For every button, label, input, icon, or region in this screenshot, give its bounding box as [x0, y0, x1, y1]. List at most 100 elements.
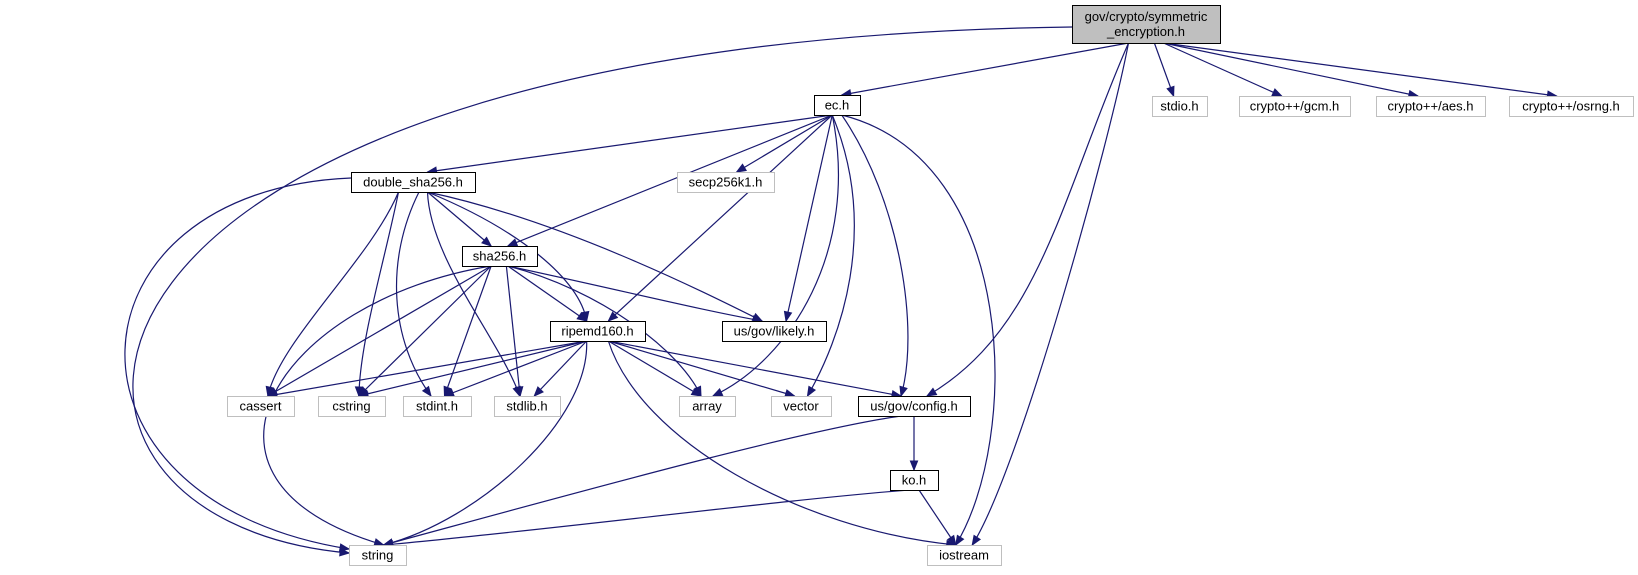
node-box [814, 95, 861, 116]
edge-line-ec-sha [507, 114, 833, 247]
node-stdio: stdio.h [1152, 96, 1208, 117]
node-label: _encryption.h [1106, 24, 1185, 39]
arrow-head-icon [971, 534, 982, 547]
edge-line-sha-cstring [358, 265, 492, 397]
node-gcm: crypto++/gcm.h [1239, 96, 1351, 117]
node-box [227, 396, 295, 417]
edge-ec-dsha [426, 114, 833, 175]
edge-ec-array [711, 114, 840, 397]
edge-line-dsha-string [124, 177, 352, 550]
arrow-head-icon [338, 543, 351, 552]
edge-line-ripemd-array [608, 340, 702, 397]
arrow-head-icon [533, 386, 544, 397]
node-label: secp256k1.h [689, 175, 763, 190]
edge-ko-string [382, 489, 910, 549]
node-ko[interactable]: ko.h [890, 470, 939, 491]
arrow-head-icon [1166, 85, 1175, 98]
arrow-head-icon [784, 389, 796, 398]
edge-line-dsha-sha [427, 191, 492, 247]
arrow-head-icon [806, 385, 817, 398]
arrow-head-icon [607, 311, 619, 322]
node-symm[interactable]: gov/crypto/symmetric_encryption.h [1072, 5, 1221, 44]
node-label: stdlib.h [506, 399, 547, 414]
edge-line-ko-string [383, 489, 910, 546]
node-label: us/gov/likely.h [734, 324, 815, 339]
node-vector: vector [771, 396, 832, 417]
node-label: ripemd160.h [561, 324, 633, 339]
edge-config-string [382, 415, 902, 547]
edge-line-ripemd-string [383, 340, 588, 546]
edge-line-ripemd-stdlib [533, 340, 588, 397]
node-label: sha256.h [473, 249, 527, 264]
arrow-head-icon [481, 236, 493, 247]
edge-line-ripemd-iostream [607, 340, 956, 546]
node-box [1239, 96, 1351, 117]
node-label: iostream [939, 548, 989, 563]
node-label: double_sha256.h [363, 175, 463, 190]
edge-line-symm-iostream [971, 42, 1130, 546]
edge-line-ripemd-config [608, 340, 902, 397]
edge-line-dsha-cassert [267, 191, 400, 397]
node-array: array [679, 396, 736, 417]
node-aes: crypto++/aes.h [1376, 96, 1486, 117]
edge-line-ec-dsha [427, 114, 833, 173]
edge-line-ko-iostream [918, 489, 957, 546]
edges-layer [124, 26, 1558, 557]
edge-line-ec-likely [785, 114, 833, 322]
node-box [858, 396, 971, 417]
node-box [927, 545, 1002, 566]
edge-ec-config [841, 114, 909, 398]
edge-line-ripemd-stdint [444, 340, 587, 397]
node-label: ec.h [825, 98, 850, 113]
arrow-head-icon [783, 310, 793, 323]
edge-line-symm-ec [841, 42, 1129, 96]
node-box [550, 321, 646, 342]
node-string: string [349, 545, 407, 566]
node-label: crypto++/aes.h [1388, 99, 1474, 114]
edge-sha-stdint [443, 265, 492, 398]
node-box [1072, 5, 1221, 44]
edge-line-ec-secp [736, 114, 833, 173]
edge-sha-ripemd [507, 265, 588, 322]
edge-ec-ripemd [607, 114, 833, 322]
node-label: crypto++/gcm.h [1250, 99, 1340, 114]
edge-ripemd-config [608, 340, 903, 399]
arrow-head-icon [576, 312, 588, 322]
edge-symm-iostream [971, 42, 1130, 547]
edge-line-dsha-ripemd [427, 191, 588, 322]
edge-ec-sha [506, 114, 833, 247]
edge-line-dsha-stdlib [426, 191, 521, 397]
edge-symm-osrng [1163, 42, 1558, 100]
arrow-head-icon [1271, 88, 1283, 97]
node-label: gov/crypto/symmetric [1085, 9, 1208, 24]
arrow-head-icon [925, 387, 938, 397]
node-box [890, 470, 939, 491]
edge-sha-likely [507, 265, 764, 324]
edge-line-sha-stdint [443, 265, 492, 397]
edge-line-symm-aes [1163, 42, 1419, 97]
arrow-head-icon [955, 534, 965, 547]
edge-symm-ec [840, 42, 1129, 98]
node-ripemd[interactable]: ripemd160.h [550, 321, 646, 342]
edge-line-sha-stdlib [505, 265, 521, 397]
node-config[interactable]: us/gov/config.h [858, 396, 971, 417]
arrow-head-icon [946, 534, 957, 547]
nodes-layer: gov/crypto/symmetric_encryption.h ec.h std… [227, 5, 1634, 566]
edge-ec-likely [783, 114, 833, 323]
node-label: string [362, 548, 394, 563]
node-box [1376, 96, 1486, 117]
node-dsha[interactable]: double_sha256.h [351, 172, 476, 193]
node-ec[interactable]: ec.h [814, 95, 861, 116]
node-cstring: cstring [318, 396, 386, 417]
node-secp: secp256k1.h [677, 172, 775, 193]
node-label: cstring [332, 399, 370, 414]
edge-dsha-cstring [354, 191, 400, 398]
node-likely[interactable]: us/gov/likely.h [722, 321, 827, 342]
node-box [462, 246, 538, 267]
edge-line-sha-likely [507, 265, 763, 322]
arrow-head-icon [899, 385, 908, 398]
edge-line-sha-ripemd [507, 265, 587, 322]
edge-symm-aes [1163, 42, 1420, 99]
node-sha[interactable]: sha256.h [462, 246, 538, 267]
